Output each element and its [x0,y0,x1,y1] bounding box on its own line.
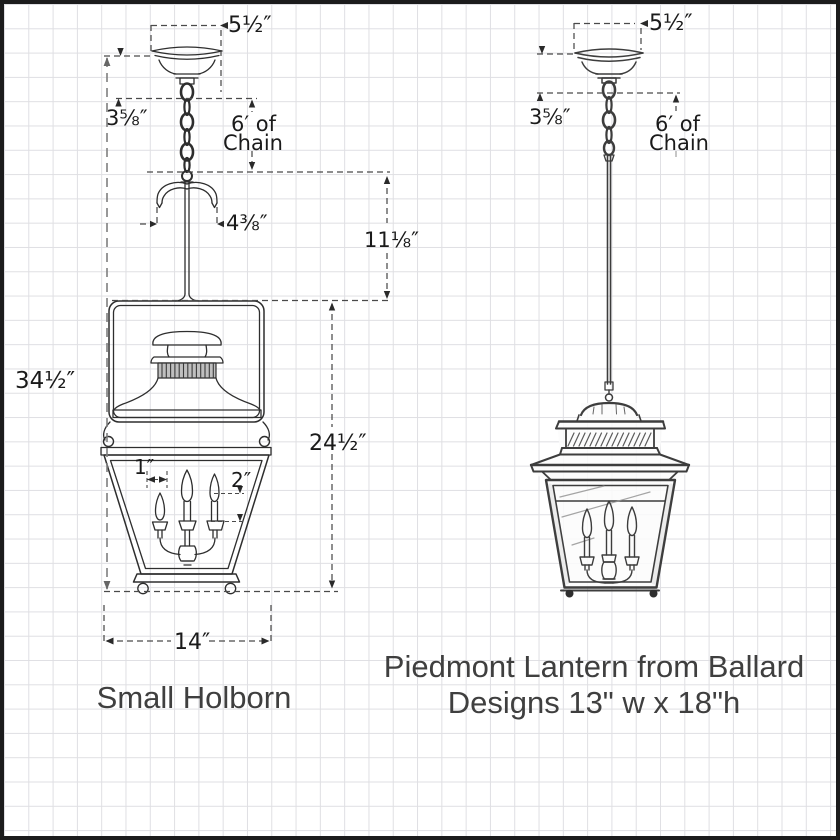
left-candelabra [151,469,225,566]
left-frame [108,300,265,423]
left-dim-upper-height-text: 11⅛″ [364,228,419,252]
right-dimensions: 5½″ 3⅝″ 6′ of Chain [529,11,709,158]
left-dim-lantern-height-text: 24½″ [309,431,367,456]
left-canopy [151,46,223,85]
left-dim-canopy-width: 5½″ [150,13,272,92]
right-lantern-drawing [529,48,691,598]
right-dim-canopy-width: 5½″ [573,11,693,51]
left-body [103,454,270,595]
right-candelabra [579,500,640,584]
right-roof [529,401,691,481]
right-dim-chain-length: 6′ of Chain [649,94,709,158]
right-dim-chain-length-text2: Chain [649,131,709,155]
right-chain [601,80,617,157]
lantern-spec-drawing: 5½″ 3⅝″ 6′ of Chain 4⅜″ 11 [15,11,804,720]
left-skirt [100,421,272,456]
right-dim-canopy-width-text: 5½″ [649,11,693,36]
left-dim-chain-length: 6′ of Chain [147,99,390,173]
right-dim-canopy-height-text: 3⅝″ [529,105,571,129]
right-body [544,478,677,598]
left-dim-upper-height: 11⅛″ [364,176,419,299]
left-dim-canopy-width-text: 5½″ [228,13,272,38]
left-dim-lantern-width: 14″ [103,605,272,655]
right-stem-rod [603,154,615,402]
left-dim-hook-width: 4⅜″ [140,207,268,235]
left-dim-lantern-width-text: 14″ [174,630,210,655]
left-hook-arms [156,181,218,302]
left-dim-candle-spacing: 1″ [134,455,168,488]
right-fixture-label-line1: Piedmont Lantern from Ballard [384,649,804,684]
right-dim-canopy-height: 3⅝″ [529,46,680,129]
left-flute-hatching [161,363,214,378]
left-dim-overall-height: 34½″ [15,57,338,593]
right-canopy [574,48,644,84]
left-dim-overall-height-text: 34½″ [15,368,76,394]
left-dim-candle-spacing-text: 1″ [134,455,154,479]
left-dim-hook-width-text: 4⅜″ [226,211,268,235]
left-dim-chain-length-text2: Chain [223,131,283,155]
left-fixture-label: Small Holborn [97,680,292,715]
left-dim-candle-height: 2″ [211,468,251,523]
right-dim-chain-length-text1: 6′ of [655,112,701,136]
left-dimensions: 5½″ 3⅝″ 6′ of Chain 4⅜″ 11 [15,13,419,655]
right-fixture-label-line2: Designs 13" w x 18"h [448,685,741,720]
left-dim-candle-height-text: 2″ [231,468,251,492]
left-dim-chain-length-text1: 6′ of [231,112,277,136]
right-frieze-hatching [567,432,652,447]
right-lantern-backing [531,403,689,588]
left-dim-lantern-height: 24½″ [112,299,390,589]
left-chimney [112,330,262,419]
left-dim-canopy-height: 3⅝″ [104,48,257,130]
left-dim-canopy-height-text: 3⅝″ [106,106,148,130]
